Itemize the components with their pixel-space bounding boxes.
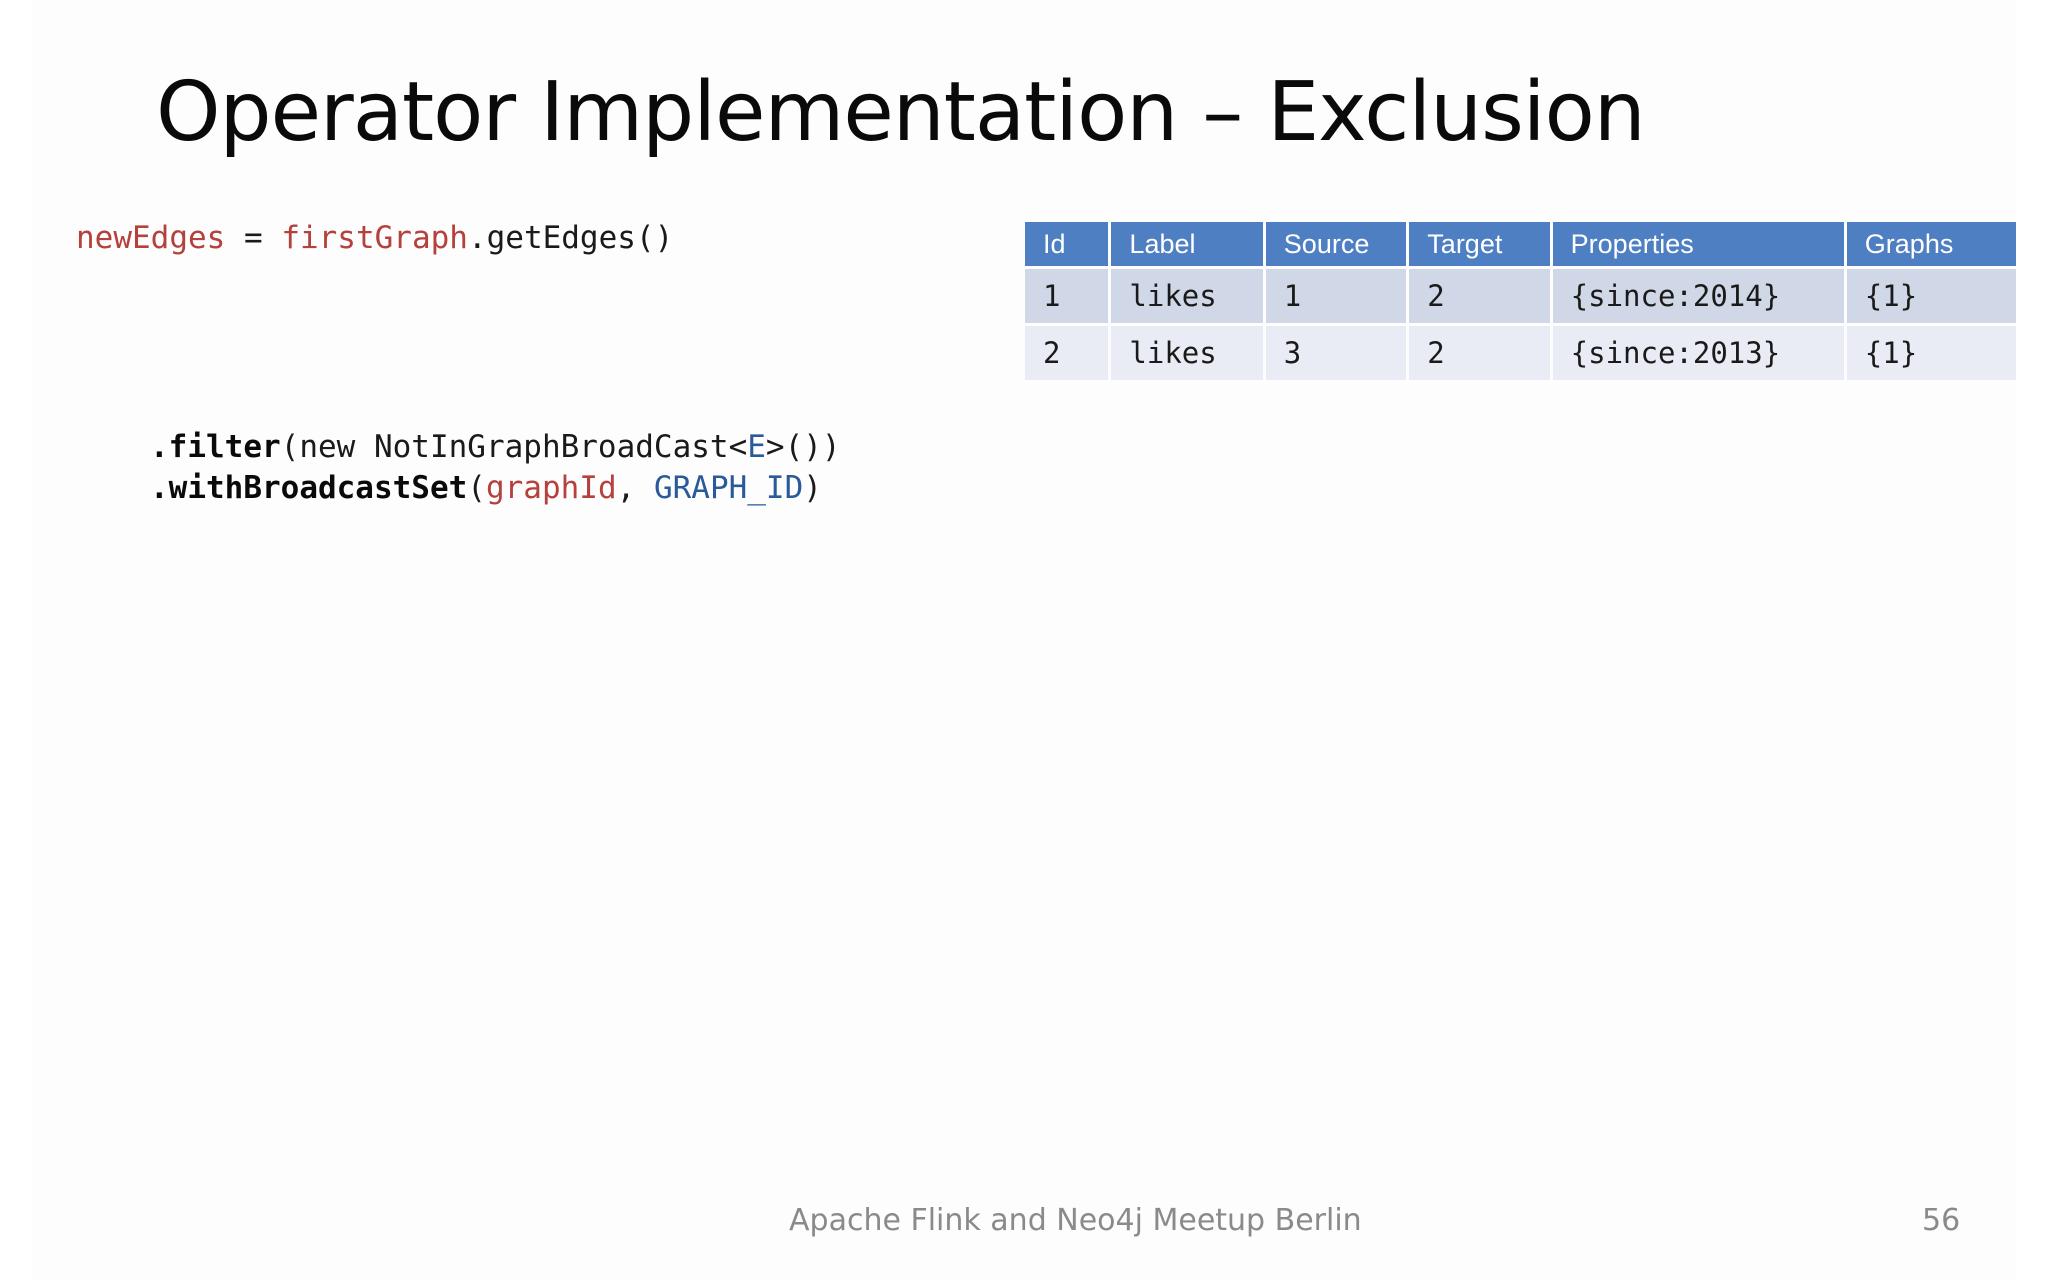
column-header-label: Label — [1111, 222, 1263, 266]
slide-title: Operator Implementation – Exclusion — [156, 65, 1646, 160]
table-header-row: Id Label Source Target Properties Graphs — [1025, 222, 2016, 266]
cell-graphs: {1} — [1846, 269, 2016, 323]
code-separator: , — [616, 470, 654, 506]
cell-target: 2 — [1409, 326, 1550, 380]
code-variable: firstGraph — [281, 220, 468, 256]
code-variable: newEdges — [76, 220, 226, 256]
code-args-open: ( — [467, 470, 486, 506]
table-row: 1 likes 1 2 {since:2014} {1} — [1025, 269, 2016, 323]
code-args-close: >()) — [765, 429, 841, 465]
edges-table: Id Label Source Target Properties Graphs… — [1022, 219, 2019, 383]
cell-source: 1 — [1265, 269, 1407, 323]
footer-text: Apache Flink and Neo4j Meetup Berlin — [789, 1203, 1362, 1238]
cell-target: 2 — [1409, 269, 1550, 323]
code-dot: . — [150, 470, 169, 506]
code-line-filter: .filter(new NotInGraphBroadCast<E>()) — [150, 427, 841, 468]
page-number: 56 — [1922, 1203, 1961, 1238]
cell-properties: {since:2013} — [1552, 326, 1844, 380]
cell-graphs: {1} — [1846, 326, 2016, 380]
code-type: E — [747, 429, 766, 465]
column-header-source: Source — [1265, 222, 1407, 266]
code-operator: = — [225, 220, 282, 256]
code-method: withBroadcastSet — [168, 470, 468, 506]
column-header-id: Id — [1025, 222, 1109, 266]
cell-label: likes — [1111, 269, 1263, 323]
cell-properties: {since:2014} — [1552, 269, 1844, 323]
code-method: filter — [168, 429, 281, 465]
column-header-properties: Properties — [1552, 222, 1844, 266]
code-method-call: .getEdges() — [467, 220, 674, 256]
code-constant: GRAPH_ID — [653, 470, 804, 506]
cell-id: 1 — [1025, 269, 1109, 323]
column-header-graphs: Graphs — [1846, 222, 2016, 266]
cell-label: likes — [1111, 326, 1263, 380]
code-args-open: (new NotInGraphBroadCast< — [280, 429, 748, 465]
cell-source: 3 — [1265, 326, 1407, 380]
code-line-broadcast: .withBroadcastSet(graphId, GRAPH_ID) — [150, 468, 822, 509]
code-line-new-edges: newEdges = firstGraph.getEdges() — [76, 218, 673, 259]
column-header-target: Target — [1409, 222, 1550, 266]
slide: Operator Implementation – Exclusion newE… — [32, 0, 2016, 1280]
code-variable: graphId — [485, 470, 617, 506]
table-row: 2 likes 3 2 {since:2013} {1} — [1025, 326, 2016, 380]
cell-id: 2 — [1025, 326, 1109, 380]
code-dot: . — [150, 429, 169, 465]
code-args-close: ) — [803, 470, 822, 506]
